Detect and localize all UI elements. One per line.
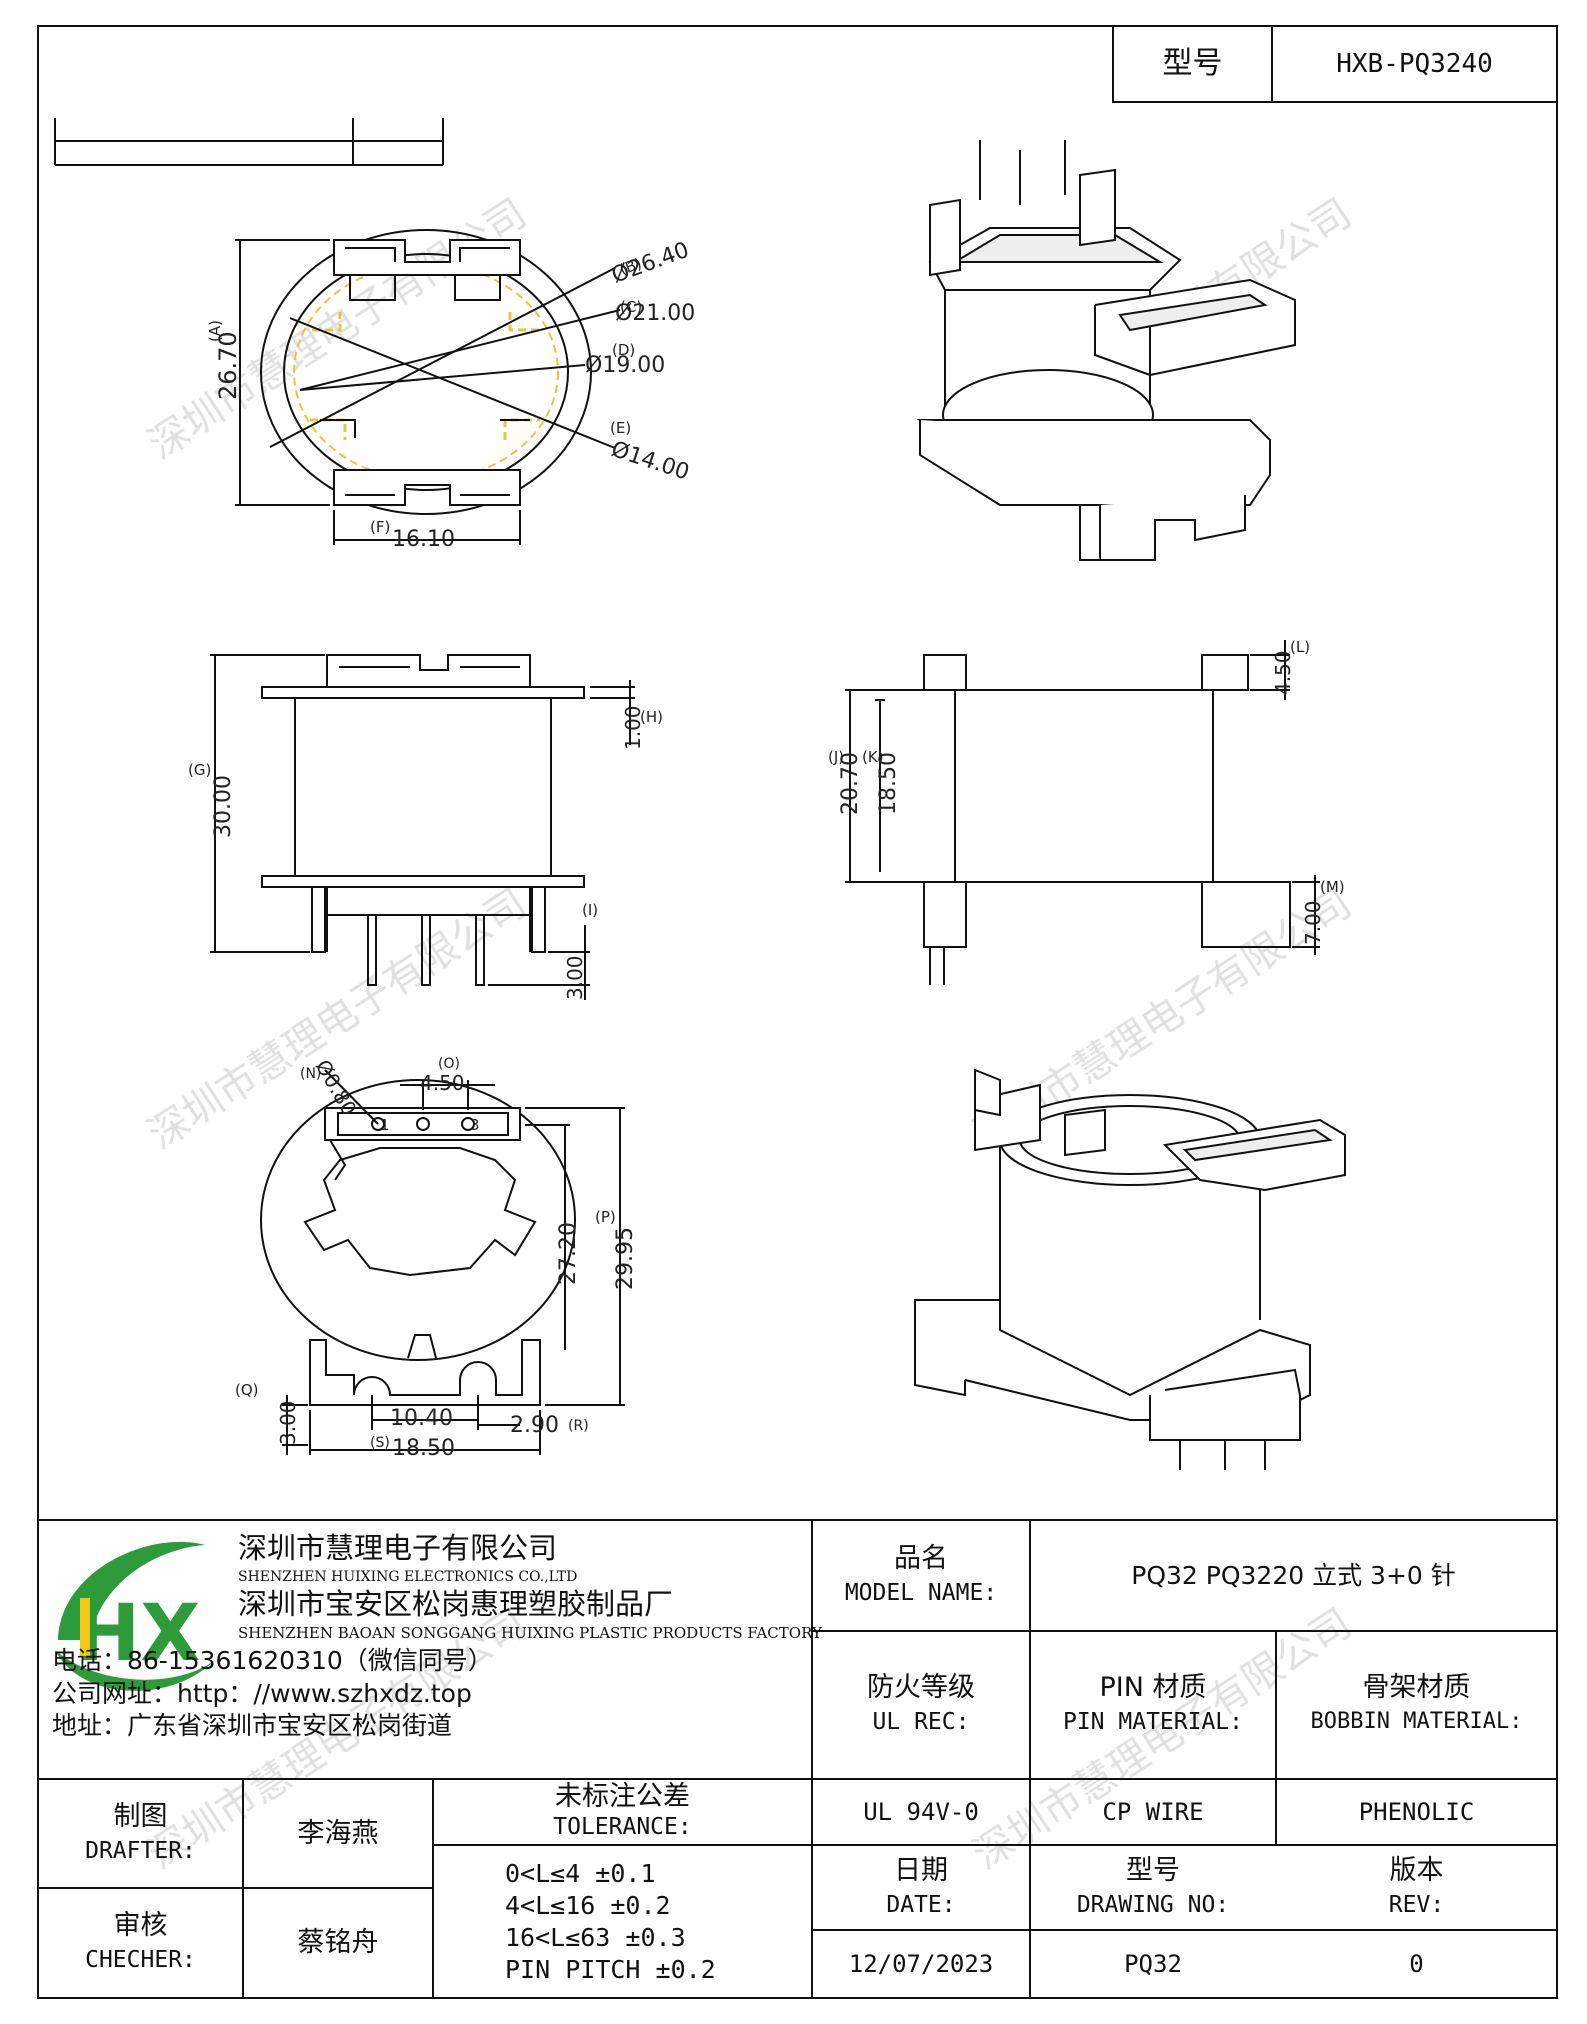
dim-k-label: (K) <box>862 748 884 766</box>
dim-m-label: (M) <box>1320 878 1345 896</box>
logo-text: HX <box>75 1589 200 1679</box>
dim-c-value: Ø21.00 <box>615 301 695 326</box>
dim-q-value: 3.00 <box>276 1400 300 1445</box>
dim-p-label: (P) <box>595 1208 616 1226</box>
tolerance-line: 4<L≤16 ±0.2 <box>505 1890 671 1920</box>
drafter-name: 李海燕 <box>297 1817 379 1849</box>
company-address: 地址：广东省深圳市宝安区松岗街道 <box>52 1711 453 1740</box>
pin-number-3: 3 <box>470 1116 480 1134</box>
side-view <box>210 654 635 1000</box>
dim-n-value: Ø0.80 <box>311 1056 362 1120</box>
dim-h-label: (H) <box>640 708 663 726</box>
dim-h-value: 1.00 <box>621 705 645 750</box>
company-name-cn: 深圳市慧理电子有限公司 <box>238 1531 558 1565</box>
bottom-view <box>260 1069 625 1455</box>
iso-view-bottom <box>914 1068 1346 1470</box>
dim-e-value: Ø14.00 <box>608 437 692 486</box>
dim-l-value: 4.50 <box>1271 650 1295 695</box>
dim-k-value: 18.50 <box>876 752 901 815</box>
rev-value: 0 <box>1409 1950 1424 1978</box>
dim-j-value: 20.70 <box>838 752 863 815</box>
sheet-border <box>37 25 1558 1999</box>
checker-name: 蔡铭舟 <box>297 1927 379 1958</box>
dim-e-label: (E) <box>610 419 631 437</box>
model-name-value: PQ32 PQ3220 立式 3+0 针 <box>1131 1560 1456 1590</box>
dim-q-label: (Q) <box>235 1381 259 1399</box>
dim-i-value: 3.00 <box>563 955 587 1000</box>
top-view <box>235 229 621 545</box>
dim-i-label: (I) <box>582 901 598 919</box>
dim-f-label: (F) <box>370 518 390 536</box>
dim-p2-value: 27.20 <box>556 1222 581 1285</box>
factory-name-cn: 深圳市宝安区松岗惠理塑胶制品厂 <box>238 1587 674 1621</box>
date-value: 12/07/2023 <box>848 1950 994 1978</box>
dim-a-label: (A) <box>206 320 224 342</box>
dim-c-label: (C) <box>620 298 642 316</box>
tolerance-line: PIN PITCH ±0.2 <box>505 1954 716 1984</box>
company-block: 深圳市慧理电子有限公司 SHENZHEN HUIXING ELECTRONICS… <box>52 1528 822 1778</box>
bobbin-material-value: PHENOLIC <box>1358 1798 1475 1826</box>
dim-l-label: (L) <box>1290 638 1310 656</box>
dim-n-label: (N) <box>300 1066 321 1082</box>
tolerance-line: 0<L≤4 ±0.1 <box>505 1858 656 1888</box>
company-website: 公司网址：http：//www.szhxdz.top <box>52 1679 472 1708</box>
dim-g-value: 30.00 <box>211 775 236 838</box>
dim-o-value: 4.50 <box>420 1071 465 1095</box>
company-phone: 电话：86-15361620310（微信同号） <box>52 1646 493 1675</box>
pin-material-value: CP WIRE <box>1102 1798 1204 1826</box>
dim-a-value: 26.70 <box>214 331 242 400</box>
factory-name-en: SHENZHEN BAOAN SONGGANG HUIXING PLASTIC … <box>238 1624 822 1642</box>
dim-s-value: 18.50 <box>392 1436 455 1461</box>
model-value: HXB-PQ3240 <box>1336 49 1493 79</box>
dim-r-label: (R) <box>568 1418 589 1434</box>
tolerance-values: 0<L≤4 ±0.1 4<L≤16 ±0.2 16<L≤63 ±0.3 PIN … <box>505 1845 805 1998</box>
front-view <box>845 640 1320 985</box>
dim-m-value: 7.00 <box>1301 900 1325 945</box>
dim-b-value: Ø26.40 <box>609 238 693 289</box>
dim-j-label: (J) <box>828 748 844 766</box>
tolerance-line: 16<L≤63 ±0.3 <box>505 1922 686 1952</box>
watermark-text: 深圳市慧理电子有限公司 <box>140 190 534 468</box>
model-label: 型号 <box>1162 46 1223 81</box>
company-logo: HX <box>55 1541 215 1691</box>
dim-r-value: 2.90 <box>510 1413 559 1438</box>
company-name-en: SHENZHEN HUIXING ELECTRONICS CO.,LTD <box>238 1569 578 1585</box>
dim-o-label: (O) <box>438 1056 460 1072</box>
drawing-no-value: PQ32 <box>1124 1950 1182 1978</box>
model-box <box>1112 25 1558 103</box>
dimension-labels: (A) 26.70 (B) Ø26.40 (C) Ø21.00 (D) Ø19.… <box>188 238 1345 1461</box>
dim-g-label: (G) <box>188 761 211 779</box>
iso-view-top <box>916 140 1296 561</box>
dim-p-value: 29.95 <box>613 1227 638 1290</box>
dim-d-value: Ø19.00 <box>585 353 665 378</box>
dim-s-label: (S) <box>370 1435 390 1451</box>
dim-f-value: 16.10 <box>392 527 455 552</box>
dim-d-label: (D) <box>612 341 635 359</box>
dim-s2-value: 10.40 <box>390 1406 453 1431</box>
pin-number-1: 1 <box>380 1116 390 1134</box>
ul-rec-value: UL 94V-0 <box>863 1798 979 1826</box>
